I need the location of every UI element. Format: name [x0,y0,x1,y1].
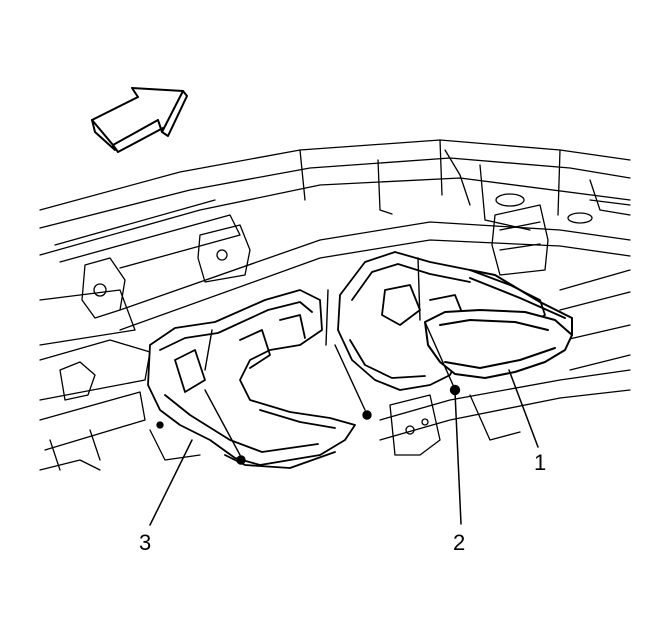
callout-2: 2 [453,530,466,555]
vehicle-floor-structure [39,139,631,471]
callout-1: 1 [534,450,547,475]
fasteners [204,257,461,465]
left-wheelhouse-liner [147,289,356,469]
callout-3: 3 [139,530,152,555]
front-direction-arrow [91,87,188,153]
leader-lines [149,369,539,526]
splash-shield [424,269,573,379]
